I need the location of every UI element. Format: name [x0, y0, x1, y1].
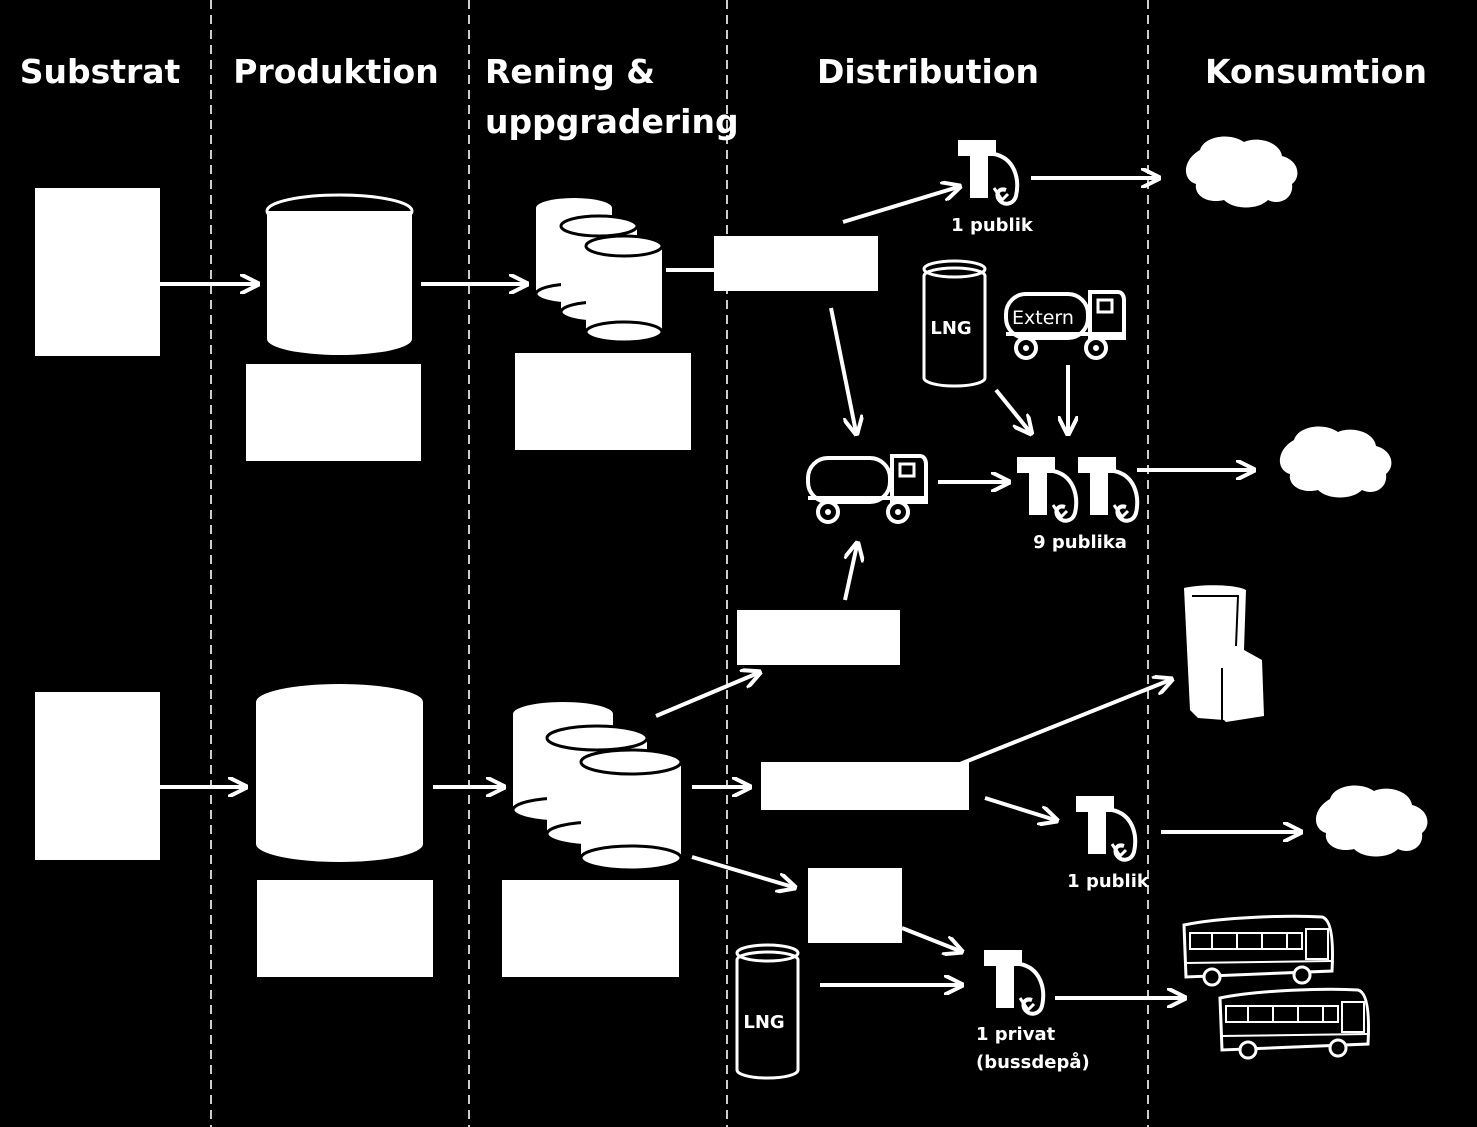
bus-icon — [1218, 987, 1371, 1060]
upgrading-cylinders-upper — [534, 198, 664, 344]
distribution-box-upper — [714, 236, 878, 291]
station-label-middle: 9 publika — [1033, 532, 1127, 553]
car-icon — [1185, 136, 1298, 208]
production-label-box-upper — [246, 364, 421, 461]
upgrading-label-box-lower — [502, 880, 679, 977]
header-uppgradering: uppgradering — [485, 102, 739, 141]
upgrading-cylinders-lower — [511, 702, 683, 872]
car-icon — [1279, 426, 1392, 498]
arrow — [829, 307, 856, 432]
station-label-top: 1 publik — [951, 215, 1034, 236]
distribution-box-small — [808, 868, 902, 943]
distribution-box-middle — [737, 610, 900, 665]
truck-icon — [806, 454, 928, 524]
station-label-bus-2: (bussdepå) — [976, 1051, 1090, 1073]
arrow — [843, 545, 857, 601]
header-konsumtion: Konsumtion — [1205, 52, 1427, 91]
fuel-pump-icon — [982, 948, 1046, 1016]
arrow — [691, 855, 793, 887]
truck-label-extern: Extern — [1012, 307, 1074, 329]
bus-icon — [1182, 914, 1335, 987]
header-rening: Rening & — [485, 52, 655, 91]
fuel-pump-icon — [1076, 455, 1140, 523]
header-substrat: Substrat — [20, 52, 181, 91]
arrow — [901, 926, 960, 951]
station-label-lower: 1 publik — [1067, 871, 1150, 892]
lng-label-upper: LNG — [930, 318, 971, 339]
lng-tank-lower — [735, 943, 800, 1080]
lng-tank-upper — [922, 259, 987, 388]
chair-icon — [1184, 585, 1264, 722]
arrow — [655, 673, 758, 718]
lng-label-lower: LNG — [743, 1012, 784, 1033]
arrow — [842, 187, 958, 224]
header-produktion: Produktion — [233, 52, 438, 91]
substrate-box-upper — [35, 188, 160, 356]
production-tank-upper — [265, 193, 414, 355]
production-tank-lower — [256, 684, 423, 862]
upgrading-label-box-upper — [515, 353, 691, 450]
car-icon — [1315, 785, 1428, 857]
station-label-bus-1: 1 privat — [976, 1024, 1056, 1045]
substrate-box-lower — [35, 692, 160, 860]
arrow — [959, 680, 1170, 766]
distribution-box-lower — [761, 762, 969, 810]
arrow — [994, 388, 1030, 432]
header-distribution: Distribution — [817, 52, 1039, 91]
fuel-pump-icon — [1074, 794, 1138, 862]
arrow — [984, 796, 1055, 820]
production-label-box-lower — [257, 880, 433, 977]
fuel-pump-icon — [956, 138, 1020, 206]
fuel-pump-icon — [1015, 455, 1079, 523]
